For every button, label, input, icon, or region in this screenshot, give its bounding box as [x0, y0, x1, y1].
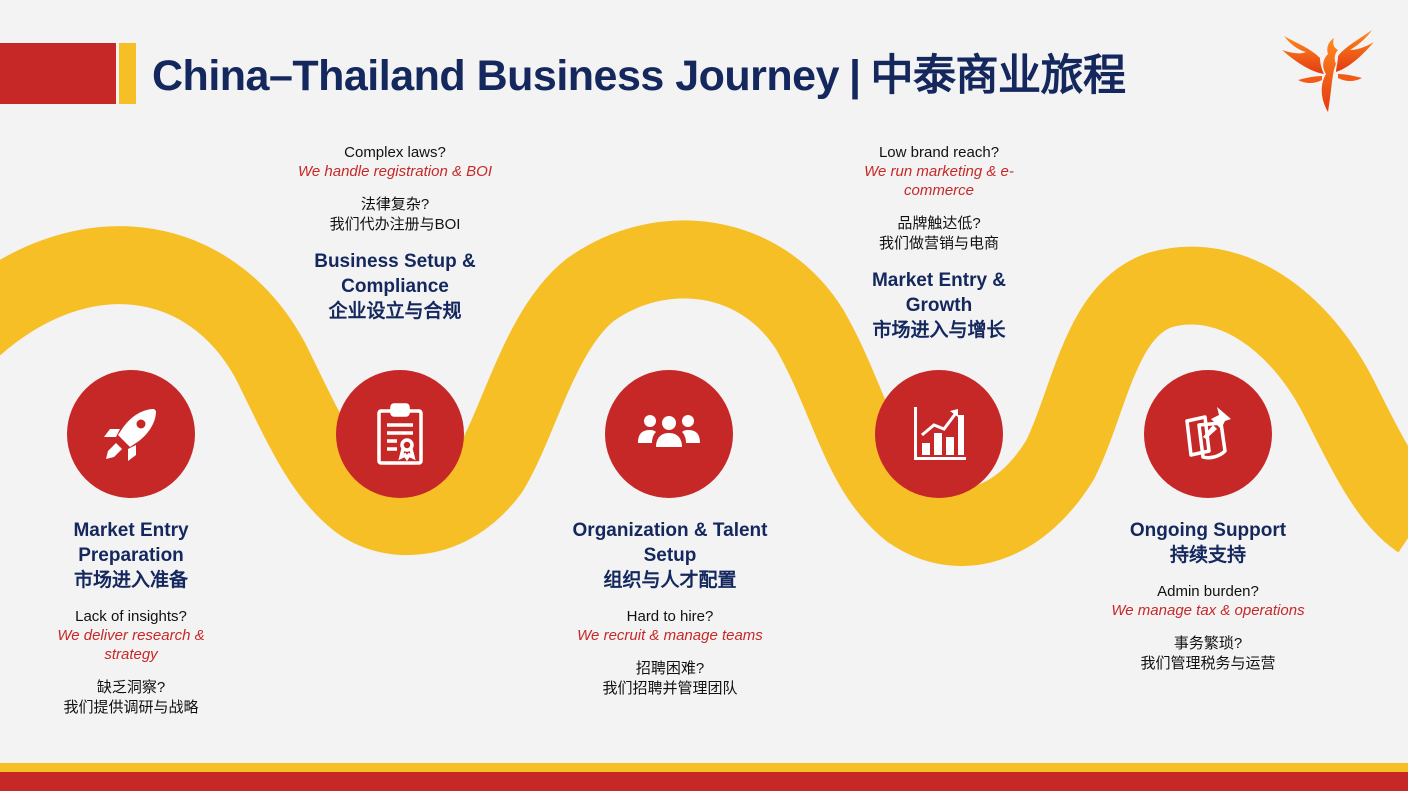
header-red-block	[0, 43, 116, 104]
growth-chart-icon	[914, 407, 966, 460]
title-english: China–Thailand Business Journey	[152, 52, 840, 100]
stage-4-question-zh: 品牌触达低?	[897, 215, 981, 232]
stage-3-heading-zh: 组织与人才配置	[603, 570, 737, 591]
stage-5-answer-en: We manage tax & operations	[1111, 602, 1305, 619]
stage-3-question-en: Hard to hire?	[626, 608, 714, 625]
rocket-icon	[104, 409, 156, 461]
stage-2-question-en: Complex laws?	[344, 144, 446, 161]
stage-5-heading-en: Ongoing Support	[1129, 520, 1287, 541]
stage-1-heading-en: Market Entry Preparation	[73, 520, 189, 566]
stage-4: Low brand reach? We run marketing & e-co…	[838, 143, 1040, 343]
stage-1-answer-en: We deliver research & strategy	[57, 627, 205, 663]
stage-3-answer-en: We recruit & manage teams	[577, 627, 763, 644]
stage-5-question-zh: 事务繁琐?	[1173, 635, 1243, 652]
stage-5-answer-zh: 我们管理税务与运营	[1140, 655, 1276, 672]
title-chinese: 中泰商业旅程	[870, 52, 1127, 100]
stage-3-heading-en: Organization & Talent Setup	[572, 520, 768, 566]
stage-2-heading-zh: 企业设立与合规	[328, 301, 462, 322]
stage-5-question-en: Admin burden?	[1157, 583, 1259, 600]
stage-2-answer-zh: 我们代办注册与BOI	[329, 216, 461, 233]
stage-2: Complex laws? We handle registration & B…	[290, 143, 500, 324]
stage-2-circle	[336, 370, 464, 498]
stage-1-answer-zh: 我们提供调研与战略	[63, 699, 199, 716]
stage-5-circle	[1144, 370, 1272, 498]
stage-4-heading: Market Entry & Growth 市场进入与增长	[838, 268, 1040, 343]
stage-3-answer-zh: 我们招聘并管理团队	[602, 680, 738, 697]
stage-3-heading: Organization & Talent Setup 组织与人才配置	[568, 518, 772, 593]
stage-4-answer-zh: 我们做营销与电商	[878, 235, 999, 252]
stage-1-heading: Market Entry Preparation 市场进入准备	[30, 518, 232, 593]
stage-3: Organization & Talent Setup 组织与人才配置 Hard…	[568, 518, 772, 699]
stage-2-heading: Business Setup & Compliance 企业设立与合规	[290, 249, 500, 324]
stage-3-circle	[605, 370, 733, 498]
stage-1: Market Entry Preparation 市场进入准备 Lack of …	[30, 518, 232, 718]
stage-5-heading-zh: 持续支持	[1169, 545, 1246, 566]
stage-2-question-zh: 法律复杂?	[360, 196, 430, 213]
stage-1-circle	[67, 370, 195, 498]
footer-red-bar	[0, 772, 1408, 791]
certificate-clipboard-icon	[377, 403, 423, 465]
page-title: China–Thailand Business Journey|中泰商业旅程	[152, 50, 1126, 102]
stage-2-heading-en: Business Setup & Compliance	[314, 251, 476, 297]
stage-2-answer-en: We handle registration & BOI	[298, 163, 492, 180]
stage-5: Ongoing Support 持续支持 Admin burden? We ma…	[1110, 518, 1306, 674]
phoenix-logo-icon	[1282, 30, 1374, 112]
team-icon	[638, 415, 700, 447]
stage-4-question-en: Low brand reach?	[878, 144, 1000, 161]
stage-1-question-zh: 缺乏洞察?	[96, 679, 166, 696]
footer-yellow-bar	[0, 763, 1408, 772]
stage-1-question-en: Lack of insights?	[75, 608, 187, 625]
stage-4-answer-en: We run marketing & e-commerce	[864, 163, 1014, 199]
stage-5-heading: Ongoing Support 持续支持	[1110, 518, 1306, 568]
stage-3-question-zh: 招聘困难?	[635, 660, 705, 677]
title-separator: |	[849, 52, 861, 100]
stage-4-heading-zh: 市场进入与增长	[872, 320, 1006, 341]
pinned-notes-icon	[1185, 407, 1231, 460]
stage-4-circle	[875, 370, 1003, 498]
header-yellow-bar	[119, 43, 136, 104]
stage-4-heading-en: Market Entry & Growth	[871, 270, 1007, 316]
stage-1-heading-zh: 市场进入准备	[73, 570, 188, 591]
